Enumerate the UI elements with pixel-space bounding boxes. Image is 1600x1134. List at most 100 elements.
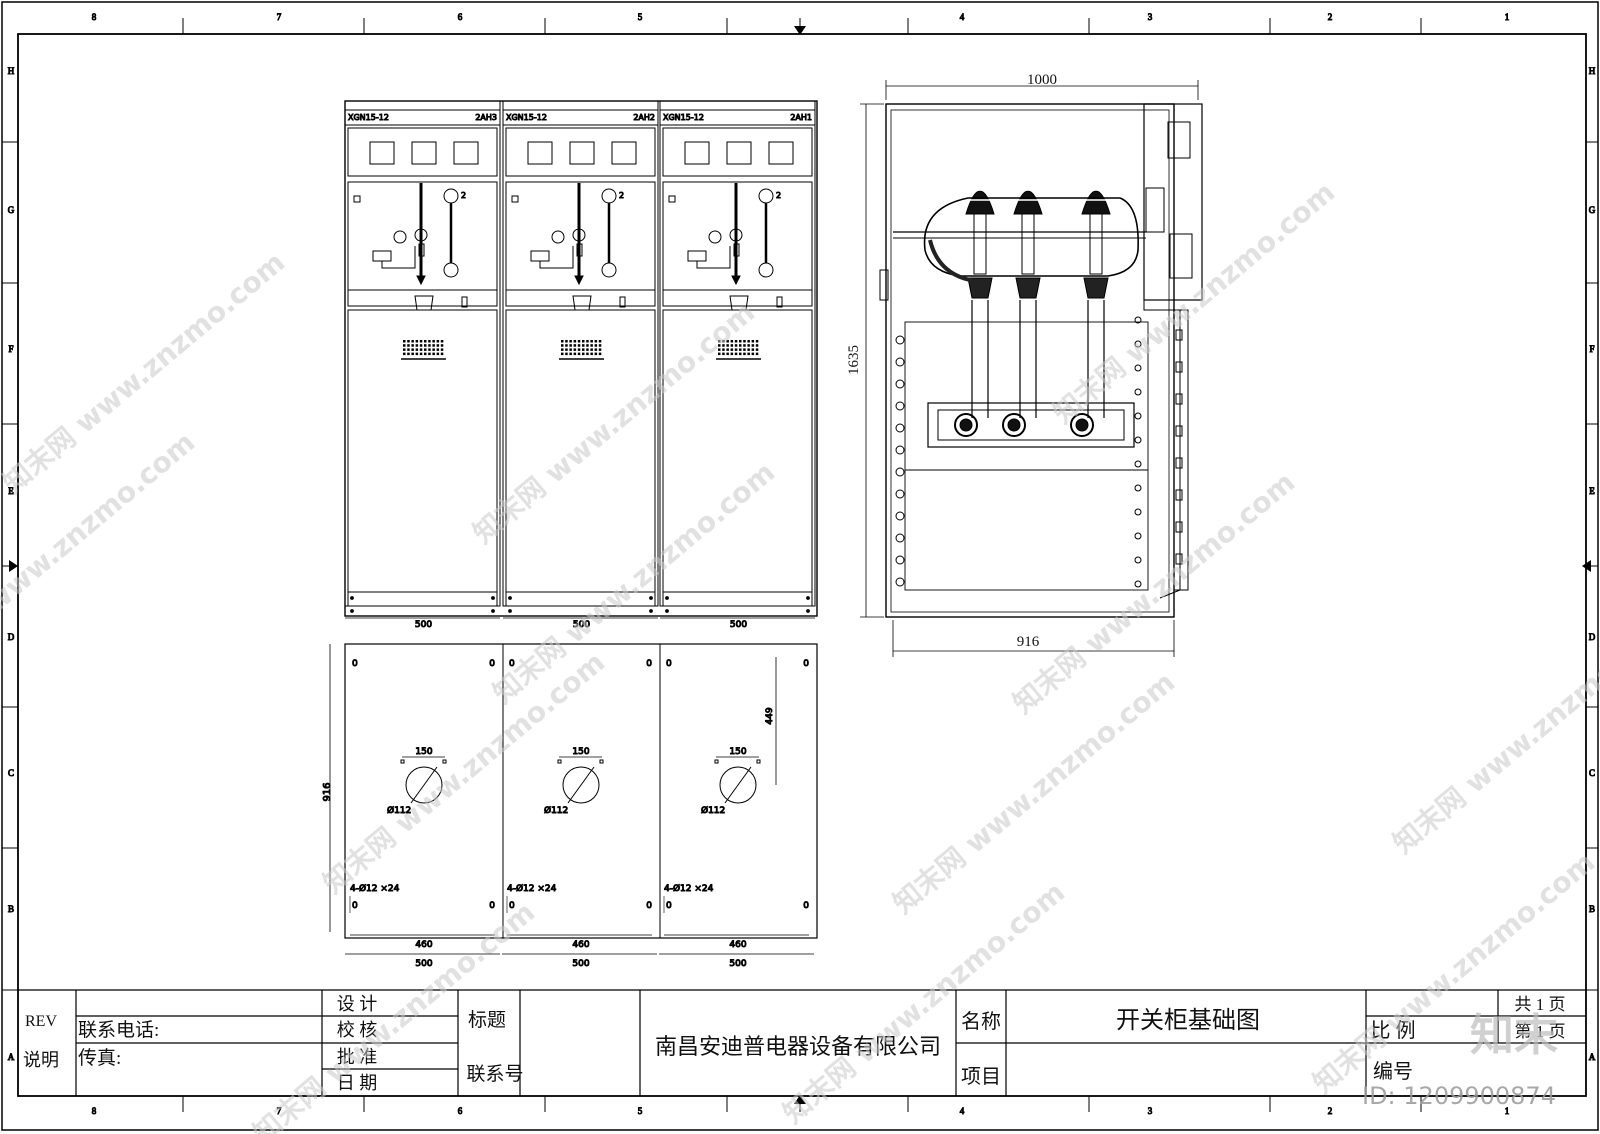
vent-slot xyxy=(569,344,572,347)
lock-pin xyxy=(619,296,626,308)
breaker-symbol xyxy=(393,230,407,244)
side-depth-dim: 916 xyxy=(1017,634,1040,650)
vent-slot xyxy=(722,352,725,356)
bolt-spacing-dim: 150 xyxy=(729,747,746,757)
vent-slot xyxy=(734,344,738,347)
corner-mark: 0 xyxy=(646,659,652,669)
zone-column-label: 4 xyxy=(960,1106,965,1116)
vent-slot xyxy=(586,340,589,343)
corner-mark: 0 xyxy=(803,901,809,911)
vent-slot xyxy=(428,340,431,343)
page-number: 第 1 页 xyxy=(1515,1022,1566,1041)
vent-slot xyxy=(411,348,414,351)
vent-slot xyxy=(561,352,564,356)
instrument-compartment xyxy=(662,127,813,177)
plinth-bolt xyxy=(649,596,653,600)
outer-width-dim: 500 xyxy=(572,959,589,969)
meter-window xyxy=(726,141,752,165)
date-label: 日 期 xyxy=(337,1073,378,1093)
vent-slot xyxy=(436,352,440,356)
vent-slot xyxy=(743,344,746,347)
watermark-text: 知末网 www.znzmo.com xyxy=(1307,845,1600,1100)
vent-slot xyxy=(586,348,589,351)
zone-column-label: 3 xyxy=(1148,12,1153,22)
vent-slot xyxy=(419,348,423,351)
plinth xyxy=(505,591,656,607)
vent-slot xyxy=(569,348,572,351)
project-label: 项目 xyxy=(961,1066,1001,1088)
post-insulator xyxy=(1081,190,1111,215)
vent-slot xyxy=(428,348,431,351)
zone-column-label: 6 xyxy=(458,1106,463,1116)
meter-label: 2 xyxy=(619,191,624,200)
vent-slot xyxy=(743,340,746,343)
zone-column-label: 2 xyxy=(1328,12,1333,22)
rail-slot xyxy=(1175,329,1183,341)
vent-slot xyxy=(751,344,755,347)
approve-label: 批 准 xyxy=(337,1047,378,1067)
bolt-hole xyxy=(400,759,405,764)
diameter-leader xyxy=(724,766,752,804)
zone-row-label: A xyxy=(1589,1052,1596,1062)
plinth-bolt xyxy=(350,596,354,600)
vent-slot xyxy=(747,352,750,356)
post-insulator xyxy=(965,190,995,215)
foundation-depth-dim: 916 xyxy=(322,782,333,801)
title-label: 标题 xyxy=(468,1009,506,1031)
vent-slot xyxy=(730,348,734,351)
corner-mark: 0 xyxy=(646,901,652,911)
vent-slot xyxy=(718,352,721,356)
inner-border xyxy=(17,33,1587,1097)
vent-slot xyxy=(590,340,593,343)
outer-width-dim: 500 xyxy=(729,959,746,969)
insulator-assembly xyxy=(954,179,995,437)
vent-slot xyxy=(424,352,427,356)
vent-slot xyxy=(594,352,598,356)
vent-slot xyxy=(594,348,598,351)
fuse xyxy=(576,243,583,257)
vent-slot xyxy=(565,340,568,343)
name-label: 名称 xyxy=(961,1010,1001,1033)
frame-bolt xyxy=(895,357,905,367)
vent-slot xyxy=(569,352,572,356)
watermark-text: 知末网 www.znzmo.com xyxy=(317,645,612,900)
zone-column-label: 8 xyxy=(92,12,97,22)
frame-bolt xyxy=(895,445,905,455)
vent-grille xyxy=(403,340,444,356)
current-transformer xyxy=(954,413,978,437)
vent-slot xyxy=(730,344,734,347)
rail-slot xyxy=(1175,425,1183,437)
insulator-assembly xyxy=(1002,179,1043,437)
plinth-bolt xyxy=(649,609,653,613)
vent-slot xyxy=(573,344,577,347)
panel-width-dim: 500 xyxy=(415,620,432,630)
note-label: 说明 xyxy=(23,1050,59,1070)
frame-bolt xyxy=(895,555,905,565)
current-transformer xyxy=(1002,413,1026,437)
meter-dial xyxy=(443,262,459,278)
panel-id: 2AH2 xyxy=(633,113,655,122)
vent-slot xyxy=(598,348,602,351)
corner-mark: 0 xyxy=(803,659,809,669)
wiring xyxy=(696,246,731,269)
cable-hole xyxy=(719,766,757,804)
vent-slot xyxy=(734,348,738,351)
zone-row-label: B xyxy=(8,904,14,914)
vent-slot xyxy=(407,340,410,343)
panel-model: XGN15-12 xyxy=(506,113,547,122)
cable-hole xyxy=(405,766,443,804)
instrument-compartment xyxy=(347,127,498,177)
zone-row-label: G xyxy=(1589,205,1596,215)
vent-slot xyxy=(739,340,742,343)
vent-slot xyxy=(755,348,759,351)
side-view-details xyxy=(895,179,1183,599)
panel-id: 2AH1 xyxy=(790,113,812,122)
indicator-lamp xyxy=(353,195,361,203)
earth-arrow xyxy=(416,275,426,286)
relay-symbol xyxy=(530,250,550,262)
rail-slot xyxy=(1175,553,1183,565)
rail-slot xyxy=(1175,457,1183,469)
